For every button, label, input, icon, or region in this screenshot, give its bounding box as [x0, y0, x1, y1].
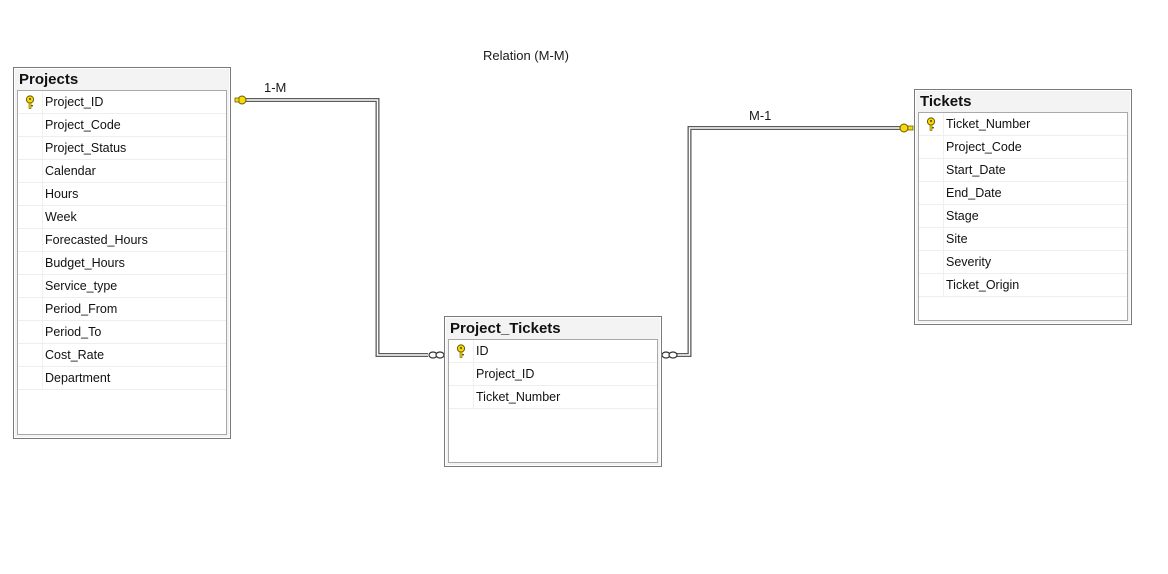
row-selector — [449, 363, 474, 385]
row-selector — [919, 205, 944, 227]
column-name: Hours — [45, 187, 79, 201]
key-endpoint-icon — [899, 123, 914, 133]
column-name: Ticket_Origin — [946, 278, 1020, 292]
key-icon — [22, 91, 38, 113]
row-selector — [18, 137, 43, 159]
column-name: ID — [476, 344, 489, 358]
column-name: Project_ID — [45, 95, 104, 109]
column-row[interactable]: Project_Status — [18, 137, 226, 160]
column-name: Forecasted_Hours — [45, 233, 148, 247]
row-selector — [919, 228, 944, 250]
column-row[interactable]: Project_Code — [18, 114, 226, 137]
column-name: Start_Date — [946, 163, 1006, 177]
row-selector — [18, 160, 43, 182]
diagram-title: Relation (M-M) — [483, 48, 569, 63]
column-row[interactable]: Hours — [18, 183, 226, 206]
row-selector — [919, 182, 944, 204]
row-selector — [18, 229, 43, 251]
key-endpoint-icon — [234, 95, 247, 105]
column-name: Project_Code — [45, 118, 121, 132]
column-row[interactable]: Ticket_Number — [449, 386, 657, 409]
table-title-project-tickets: Project_Tickets — [450, 320, 561, 337]
infinity-icon — [661, 351, 678, 359]
column-row[interactable]: Stage — [919, 205, 1127, 228]
column-row[interactable]: Severity — [919, 251, 1127, 274]
column-name: Project_Status — [45, 141, 127, 155]
relationship-projects-project-tickets[interactable] — [234, 95, 445, 359]
column-name: Stage — [946, 209, 979, 223]
column-row[interactable]: Site — [919, 228, 1127, 251]
column-row[interactable]: Calendar — [18, 160, 226, 183]
column-row[interactable]: Project_Code — [919, 136, 1127, 159]
column-name: Ticket_Number — [946, 117, 1031, 131]
row-selector — [449, 386, 474, 408]
key-icon — [453, 340, 469, 362]
column-name: Site — [946, 232, 968, 246]
table-project-tickets[interactable]: Project_Tickets ID Project_ID Ticket_Numbe… — [444, 316, 662, 467]
row-selector — [18, 344, 43, 366]
column-name: Project_ID — [476, 367, 535, 381]
row-selector — [449, 340, 474, 362]
column-row[interactable]: Service_type — [18, 275, 226, 298]
column-name: End_Date — [946, 186, 1002, 200]
row-selector — [18, 298, 43, 320]
column-row[interactable]: Forecasted_Hours — [18, 229, 226, 252]
key-icon — [923, 113, 939, 135]
row-selector — [18, 183, 43, 205]
row-selector — [18, 114, 43, 136]
column-name: Severity — [946, 255, 992, 269]
row-selector — [919, 159, 944, 181]
row-selector — [18, 91, 43, 113]
column-name: Calendar — [45, 164, 96, 178]
column-name: Service_type — [45, 279, 118, 293]
column-row[interactable]: Project_ID — [18, 91, 226, 114]
column-row[interactable]: End_Date — [919, 182, 1127, 205]
column-name: Department — [45, 371, 111, 385]
column-row[interactable]: Period_To — [18, 321, 226, 344]
row-selector — [18, 321, 43, 343]
column-name: Budget_Hours — [45, 256, 125, 270]
relationship-label-m-1: M-1 — [749, 108, 772, 123]
table-title-tickets: Tickets — [920, 93, 972, 110]
column-name: Ticket_Number — [476, 390, 561, 404]
row-selector — [919, 113, 944, 135]
column-row[interactable]: Week — [18, 206, 226, 229]
infinity-icon — [428, 351, 445, 359]
column-name: Period_To — [45, 325, 102, 339]
table-title-projects: Projects — [19, 71, 79, 88]
relationship-label-1-m: 1-M — [264, 80, 287, 95]
relationship-project-tickets-tickets[interactable] — [661, 123, 914, 359]
column-name: Week — [45, 210, 77, 224]
column-name: Cost_Rate — [45, 348, 105, 362]
column-name: Period_From — [45, 302, 118, 316]
row-selector — [18, 367, 43, 389]
row-selector — [919, 136, 944, 158]
column-row[interactable]: Cost_Rate — [18, 344, 226, 367]
row-selector — [919, 251, 944, 273]
row-selector — [18, 252, 43, 274]
row-selector — [919, 274, 944, 296]
column-row[interactable]: Department — [18, 367, 226, 390]
column-row[interactable]: Project_ID — [449, 363, 657, 386]
row-selector — [18, 206, 43, 228]
row-selector — [18, 275, 43, 297]
column-row[interactable]: ID — [449, 340, 657, 363]
column-list-project-tickets: ID Project_ID Ticket_Number — [448, 339, 658, 463]
column-row[interactable]: Start_Date — [919, 159, 1127, 182]
column-row[interactable]: Period_From — [18, 298, 226, 321]
column-row[interactable]: Budget_Hours — [18, 252, 226, 275]
column-row[interactable]: Ticket_Number — [919, 113, 1127, 136]
column-name: Project_Code — [946, 140, 1022, 154]
column-row[interactable]: Ticket_Origin — [919, 274, 1127, 297]
